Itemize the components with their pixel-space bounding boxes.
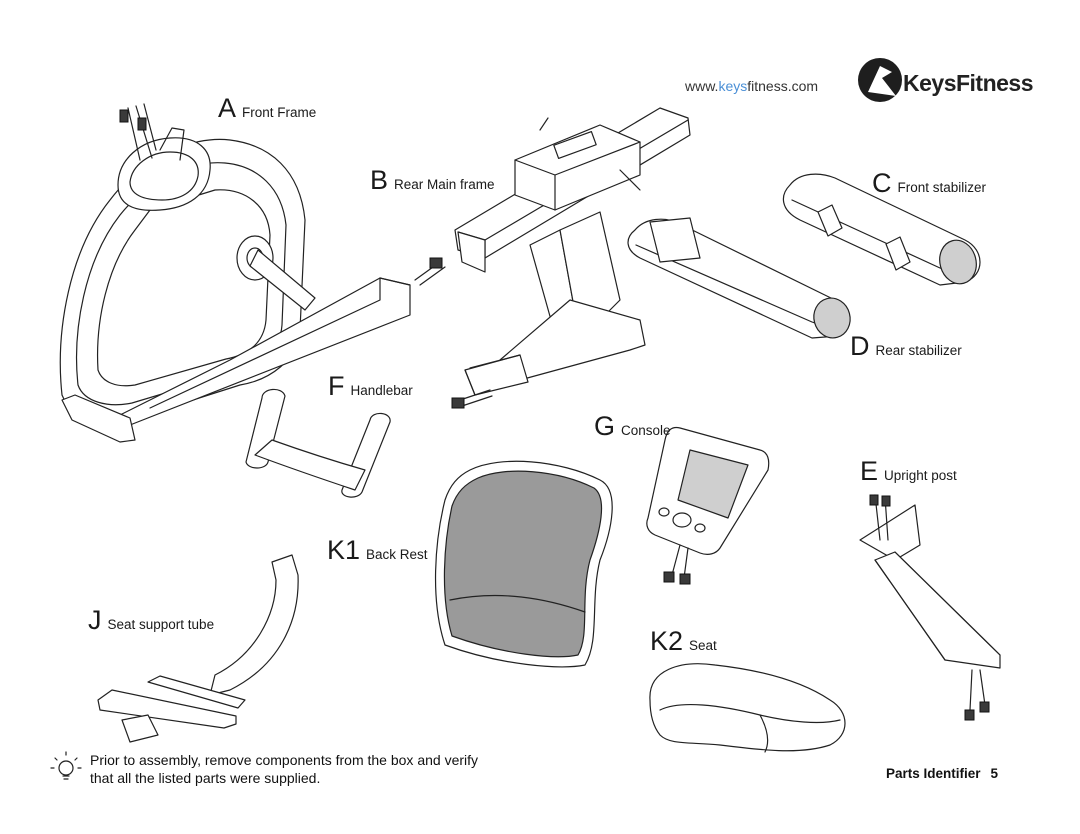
front-frame-drawing: [59, 103, 446, 443]
upright-post-drawing: [859, 494, 1001, 721]
assembly-note-line-1: Prior to assembly, remove components fro…: [90, 752, 479, 768]
seat-drawing: [649, 663, 846, 753]
handlebar-drawing: [245, 388, 391, 498]
back-rest-drawing: [434, 460, 613, 668]
assembly-note-line-2: that all the listed parts were supplied.: [90, 770, 321, 786]
console-drawing: [646, 426, 770, 585]
website-url: www.keysfitness.com: [685, 78, 819, 94]
keys-logo-icon: [858, 58, 902, 102]
assembly-note: Prior to assembly, remove components fro…: [90, 751, 530, 787]
front-stabilizer-drawing: [782, 173, 981, 286]
brand-wordmark: KeysFitness: [903, 70, 1034, 96]
seat-support-tube-drawing: [97, 554, 299, 743]
rear-main-frame-drawing: [451, 107, 691, 409]
page-number: 5: [990, 766, 999, 781]
page-footer: Parts Identifier 5: [886, 766, 998, 781]
website-url-keyword: keys: [718, 78, 748, 94]
lightbulb-icon: [50, 751, 82, 780]
section-title: Parts Identifier: [886, 766, 981, 781]
rear-stabilizer-drawing: [627, 217, 851, 339]
